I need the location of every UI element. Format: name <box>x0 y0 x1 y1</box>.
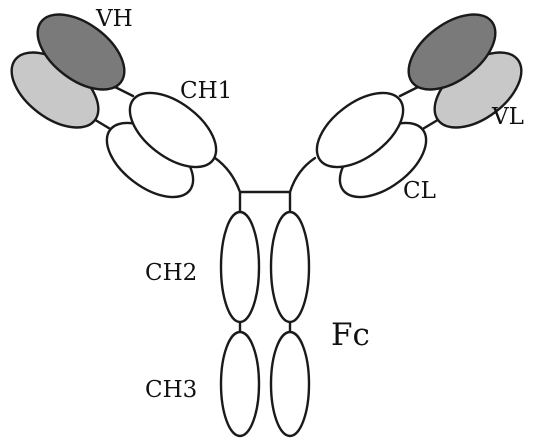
vh-label: VH <box>95 6 133 32</box>
vl-label: VL <box>491 104 524 130</box>
right-ch2-domain <box>271 212 309 322</box>
ch3-label: CH3 <box>145 377 197 403</box>
fc-region <box>221 212 309 436</box>
ch1-label: CH1 <box>180 78 232 104</box>
right-ch3-domain <box>271 332 309 436</box>
right-vh-ch1-link <box>400 87 418 96</box>
ch2-label: CH2 <box>145 260 197 286</box>
left-hinge-connector <box>215 158 240 212</box>
left-vh-ch1-link <box>115 87 133 96</box>
left-ch3-domain <box>221 332 259 436</box>
cl-label: CL <box>403 178 436 204</box>
fc-label: Fc <box>331 317 370 353</box>
left-ch2-domain <box>221 212 259 322</box>
right-hinge-connector <box>290 158 315 212</box>
